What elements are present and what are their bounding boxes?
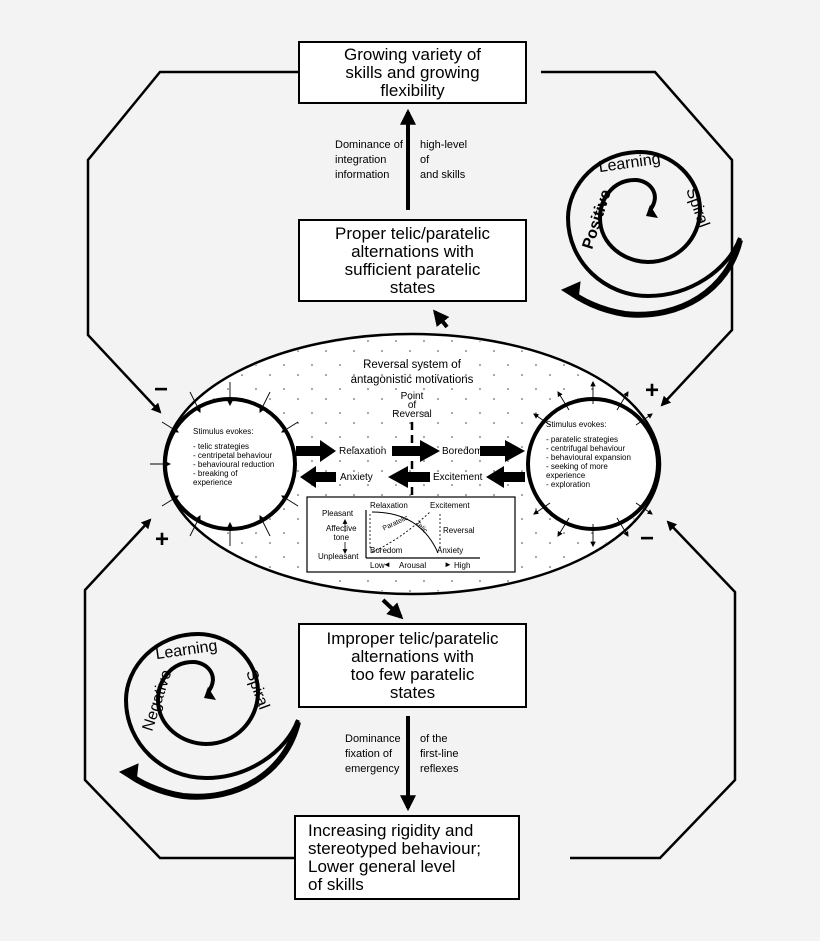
improper-alternations-box: Improper telic/paratelic alternations wi… <box>298 623 527 708</box>
relaxation-label: Relaxation <box>339 446 387 457</box>
inset-affective-tone: Affective tone <box>326 524 357 542</box>
left-circle-text: Stimulus evokes: - telic strategies - ce… <box>193 427 275 487</box>
negative-spiral-spiral-word: Spiral <box>242 668 272 712</box>
upper-arrow-label-left: Dominance of integration information <box>335 139 403 181</box>
lower-arrow-label-left: Dominance fixation of emergency <box>345 733 401 775</box>
box-line: alternations with <box>351 646 474 666</box>
loop-bottom-left <box>83 518 306 860</box>
loop-top-left <box>86 70 298 414</box>
arrow-to-proper-box <box>433 309 450 329</box>
minus-sign-upper-left: − <box>154 376 169 403</box>
arrow-to-relaxation <box>296 440 336 462</box>
arrow-from-right-circle <box>486 466 525 488</box>
proper-alternations-box: Proper telic/paratelic alternations with… <box>298 219 527 302</box>
arrow-relaxation-to-boredom <box>392 440 440 462</box>
ellipse-title: Reversal system of antagonistic motivati… <box>350 359 474 386</box>
inset-unpleasant: Unpleasant <box>318 552 359 561</box>
positive-spiral-spiral-word: Spiral <box>682 186 712 230</box>
inset-axis-arrows: ◄ <box>383 560 391 569</box>
box-line: flexibility <box>380 80 445 100</box>
inset-pleasant: Pleasant <box>322 509 354 518</box>
box-line: states <box>389 277 436 297</box>
inset-chart-frame <box>306 496 516 573</box>
inset-axis-arrows: ► <box>444 560 452 569</box>
inset-anxiety: Anxiety <box>437 546 464 555</box>
loop-top-right <box>541 70 734 407</box>
inset-excitement: Excitement <box>430 501 470 510</box>
increasing-rigidity-box: Increasing rigidity and stereotyped beha… <box>294 815 520 900</box>
plus-sign-lower-left: + <box>155 526 170 553</box>
inset-relaxation: Relaxation <box>370 501 408 510</box>
box-line: Lower general level <box>308 856 456 876</box>
arrow-excitement-to-anxiety <box>388 466 430 488</box>
inset-axis-high: High <box>454 561 471 570</box>
box-line: of skills <box>308 874 364 894</box>
inset-reversal: Reversal <box>443 526 475 535</box>
box-line: too few paratelic <box>350 664 475 684</box>
left-circle-inward-arrows <box>150 382 299 546</box>
negative-learning-spiral <box>118 631 301 800</box>
box-line: Proper telic/paratelic <box>335 223 490 243</box>
positive-spiral-learning-word: Learning <box>598 151 662 177</box>
point-of-reversal-label: Point of Reversal <box>392 391 432 420</box>
negative-spiral-word: Negative <box>140 668 176 733</box>
positive-learning-spiral <box>560 149 743 318</box>
box-line: states <box>389 682 436 702</box>
inset-axis-arousal: Arousal <box>399 561 427 570</box>
growing-variety-box: Growing variety of skills and growing fl… <box>298 41 527 104</box>
box-line: Growing variety of <box>344 44 481 64</box>
boredom-label: Boredom <box>442 446 483 457</box>
box-line: alternations with <box>351 241 474 261</box>
right-circle-text: Stimulus evokes: - paratelic strategies … <box>546 420 631 489</box>
anxiety-label: Anxiety <box>340 472 373 483</box>
box-line: stereotyped behaviour; <box>308 838 481 858</box>
inset-chart-lines <box>342 510 480 559</box>
inset-axis-low: Low <box>370 561 385 570</box>
lower-arrow-label-right: of the first-line reflexes <box>420 733 459 775</box>
loop-bottom-right <box>570 520 737 860</box>
right-circle-outward-arrows <box>533 380 653 548</box>
arrow-to-improper-box <box>381 598 404 620</box>
box-line: skills and growing <box>345 62 480 82</box>
inset-boredom: Boredom <box>370 546 403 555</box>
excitement-label: Excitement <box>433 472 483 483</box>
box-line: Increasing rigidity and <box>308 820 474 840</box>
arrow-to-anxiety <box>300 466 336 488</box>
plus-sign-upper-right: + <box>645 377 660 404</box>
arrow-to-right-circle <box>480 440 525 462</box>
box-line: Improper telic/paratelic <box>326 628 499 648</box>
box-line: sufficient paratelic <box>344 259 481 279</box>
upper-arrow-label-right: high-level of and skills <box>420 139 468 181</box>
transition-arrows <box>296 440 525 488</box>
minus-sign-lower-right: − <box>640 525 655 552</box>
